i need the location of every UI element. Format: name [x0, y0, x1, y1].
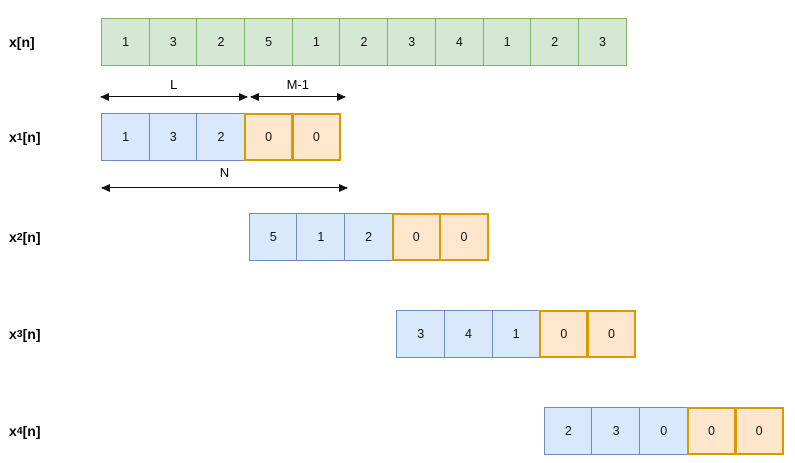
row-label-subscript: 1 — [16, 130, 23, 143]
cell-xn: 3 — [387, 18, 437, 66]
cell-xn: 1 — [291, 18, 341, 66]
cell-x2n: 2 — [343, 213, 394, 261]
cell-x2n: 0 — [391, 213, 441, 261]
cell-x2n: 0 — [439, 213, 489, 261]
cell-x1n: 3 — [148, 113, 198, 161]
cell-x3n: 0 — [586, 310, 637, 358]
cell-xn: 3 — [148, 18, 198, 66]
cell-x4n: 0 — [686, 407, 737, 455]
row-label-text: [n] — [22, 129, 41, 145]
cell-xn: 5 — [244, 18, 294, 66]
span-label-N: N — [219, 165, 230, 180]
cell-x4n: 3 — [591, 407, 641, 455]
cell-x4n: 0 — [639, 407, 689, 455]
cell-xn: 1 — [101, 18, 151, 66]
row-label-text: [n] — [22, 229, 41, 245]
cell-xn: 4 — [434, 18, 484, 66]
cell-x1n: 0 — [244, 113, 294, 161]
span-label-M-1: M-1 — [286, 77, 309, 92]
row-label-text: x — [9, 34, 17, 50]
cell-x3n: 0 — [539, 310, 589, 358]
row-label-subscript: 3 — [16, 327, 23, 340]
row-label-subscript: 4 — [16, 424, 23, 437]
span-arrow-L — [100, 92, 248, 101]
cell-x3n: 1 — [491, 310, 541, 358]
cell-x1n: 2 — [196, 113, 246, 161]
row-label-text: [n] — [16, 34, 35, 50]
cell-x2n: 5 — [248, 213, 298, 261]
cell-xn: 2 — [339, 18, 389, 66]
row-label-xn: x[n] — [9, 18, 35, 66]
span-label-L: L — [170, 77, 178, 92]
cell-xn: 1 — [482, 18, 532, 66]
row-label-text: [n] — [22, 423, 41, 439]
cell-x3n: 3 — [396, 310, 446, 358]
row-label-text: x — [9, 326, 17, 342]
span-arrow-N — [101, 183, 348, 192]
cell-x3n: 4 — [443, 310, 494, 358]
row-label-text: [n] — [22, 326, 41, 342]
cell-x1n: 1 — [101, 113, 151, 161]
cell-xn: 2 — [530, 18, 580, 66]
cell-x4n: 0 — [734, 407, 784, 455]
cell-x2n: 1 — [296, 213, 346, 261]
cell-x4n: 2 — [543, 407, 593, 455]
row-label-text: x — [9, 129, 17, 145]
cell-x1n: 0 — [291, 113, 341, 161]
span-arrow-M-1 — [249, 92, 347, 101]
row-label-subscript: 2 — [16, 230, 23, 243]
cell-xn: 2 — [196, 18, 246, 66]
row-label-text: x — [9, 423, 17, 439]
row-label-text: x — [9, 229, 17, 245]
cell-xn: 3 — [577, 18, 628, 66]
